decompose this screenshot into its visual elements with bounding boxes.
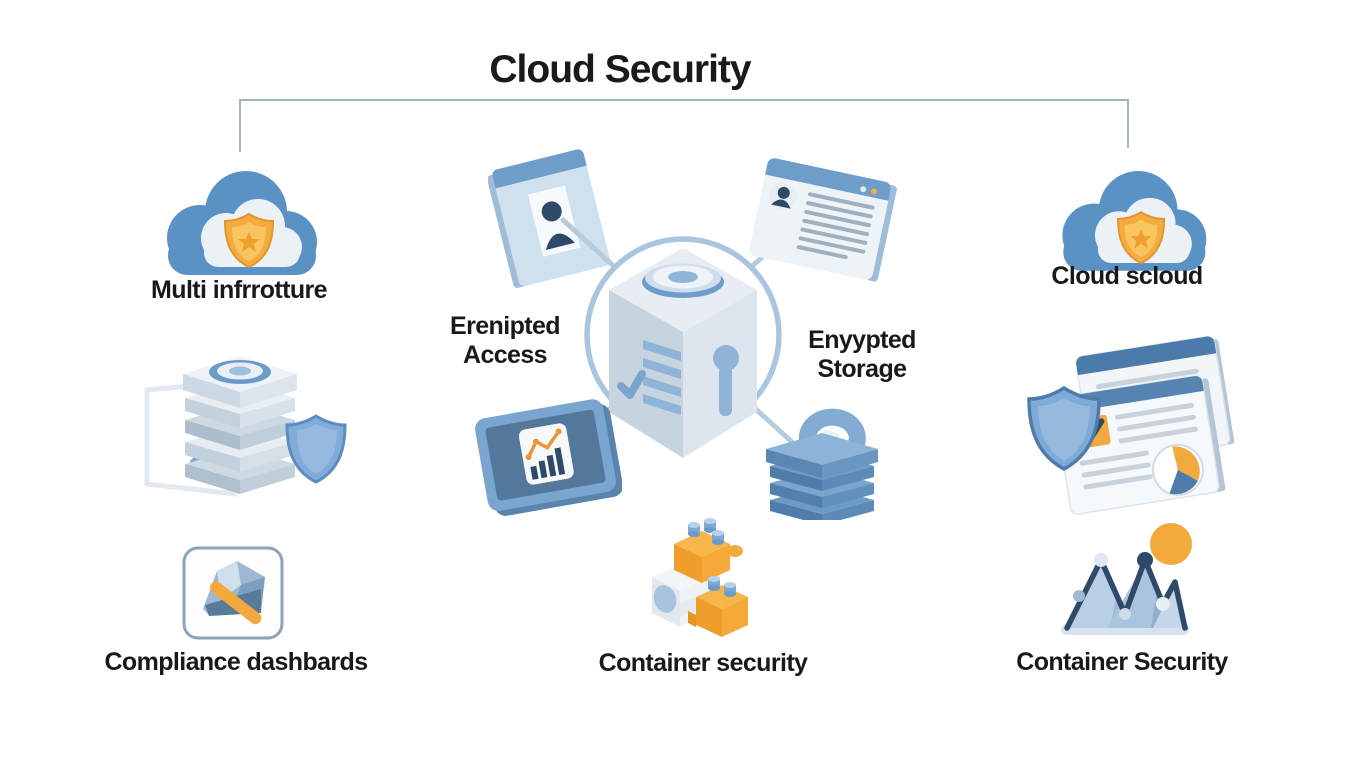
container-blocks-icon bbox=[652, 518, 748, 637]
encrypted-stack-lock-icon bbox=[766, 408, 878, 520]
container-security-right-label: Container Security bbox=[1016, 648, 1228, 676]
mountain-chart-sun-icon bbox=[1061, 523, 1192, 635]
encrypted-storage-label: Enyypted Storage bbox=[808, 326, 916, 383]
id-badge-icon bbox=[488, 149, 611, 288]
connector-right-drop-line bbox=[1127, 99, 1129, 148]
container-security-center-label: Container security bbox=[598, 649, 808, 677]
cloud-shield-icon bbox=[1062, 170, 1207, 271]
analytics-screen-icon bbox=[475, 399, 622, 516]
page-title: Cloud Security bbox=[489, 48, 751, 91]
server-stack-shield-icon bbox=[144, 356, 347, 497]
cloud-scloud-label: Cloud scloud bbox=[1051, 262, 1203, 290]
encrypted-access-label: Erenipted Access bbox=[450, 312, 561, 369]
cloud-shield-icon bbox=[167, 171, 317, 275]
connector-horizontal-line bbox=[240, 99, 1129, 101]
compliance-dashboards-label: Compliance dashbards bbox=[104, 648, 368, 676]
secure-cube-icon bbox=[560, 217, 806, 458]
id-card-lines-icon bbox=[749, 158, 897, 282]
shield-documents-icon bbox=[1027, 335, 1235, 515]
connector-left-drop-line bbox=[239, 99, 241, 152]
multi-infrastructure-label: Multi infrrotture bbox=[151, 276, 327, 304]
compliance-dashboard-icon bbox=[182, 546, 284, 640]
